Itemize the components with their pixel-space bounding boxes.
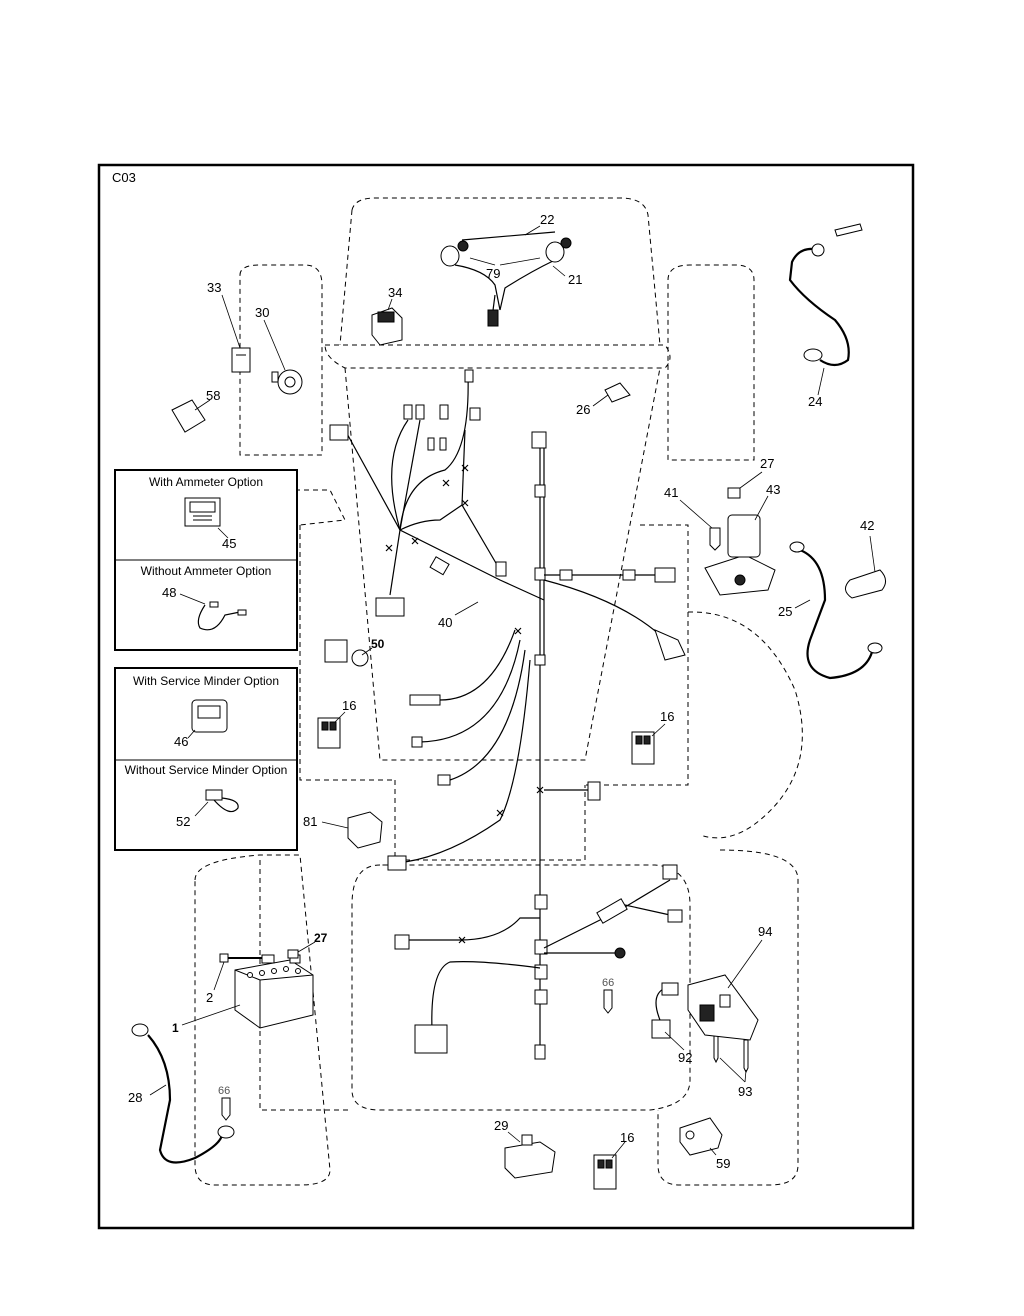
plug-50-part (324, 639, 369, 667)
callout-29: 29 (494, 1118, 508, 1133)
callout-46: 46 (174, 734, 188, 749)
without-service-minder-label: Without Service Minder Option (125, 763, 288, 777)
callout-34: 34 (388, 285, 402, 300)
ignition-key-part (231, 347, 251, 373)
callout-50: 50 (371, 637, 385, 651)
callout-79: 79 (486, 266, 500, 281)
callout-16-left: 16 (342, 698, 356, 713)
service-minder-option-box: With Service Minder Option Without Servi… (114, 667, 298, 851)
callout-66-right: 66 (602, 977, 614, 989)
with-ammeter-label: With Ammeter Option (149, 475, 263, 489)
callout-52: 52 (176, 814, 190, 829)
ignition-cover-part (171, 399, 206, 433)
callout-27-battery: 27 (314, 931, 328, 945)
callout-41: 41 (664, 485, 678, 500)
screw-66-left-part (221, 1097, 231, 1121)
callout-33: 33 (207, 280, 221, 295)
callout-81: 81 (303, 814, 317, 829)
jumper-plug-part (205, 789, 239, 813)
callout-42: 42 (860, 518, 874, 533)
connector-92-part (651, 982, 679, 1039)
callout-30: 30 (255, 305, 269, 320)
callout-2: 2 (206, 990, 213, 1005)
callout-48: 48 (162, 585, 176, 600)
callout-43: 43 (766, 482, 780, 497)
interlock-switch-16-bottom-part (593, 1154, 617, 1190)
callout-26: 26 (576, 402, 590, 417)
callout-94: 94 (758, 924, 772, 939)
screws-93-part (713, 1029, 749, 1074)
callout-16-right: 16 (660, 709, 674, 724)
callout-93: 93 (738, 1084, 752, 1099)
callout-66-left: 66 (218, 1085, 230, 1097)
terminal-boot-part (845, 569, 886, 599)
interlock-switch-16-right-part (631, 731, 655, 765)
callout-92: 92 (678, 1050, 692, 1065)
headlight-assembly-part (440, 231, 572, 327)
seat-switch-part (504, 1134, 556, 1179)
harness-tie-markers (385, 464, 544, 944)
screw-66-right-part (603, 989, 613, 1014)
callout-27-top: 27 (760, 456, 774, 471)
callout-45: 45 (222, 536, 236, 551)
service-minder-part (191, 699, 228, 733)
callout-24: 24 (808, 394, 822, 409)
without-ammeter-label: Without Ammeter Option (141, 564, 272, 578)
battery-part (234, 954, 314, 1029)
with-service-minder-label: With Service Minder Option (133, 674, 279, 688)
diagram-code: C03 (112, 170, 136, 185)
callout-59: 59 (716, 1156, 730, 1171)
ammeter-option-box: With Ammeter Option Without Ammeter Opti… (114, 469, 298, 651)
callout-58: 58 (206, 388, 220, 403)
callout-25: 25 (778, 604, 792, 619)
ground-cable-25-part (789, 541, 883, 680)
callout-28: 28 (128, 1090, 142, 1105)
battery-cable-28-part (131, 1023, 235, 1164)
callout-40: 40 (438, 615, 452, 630)
battery-bolt-part (219, 953, 262, 963)
callout-16-bottom: 16 (620, 1130, 634, 1145)
relay-part (347, 811, 383, 849)
bolt-part (709, 527, 721, 551)
housing-94-part (687, 974, 759, 1041)
fuse-part (604, 382, 631, 403)
diagram-frame (97, 163, 915, 1230)
callout-1: 1 (172, 1021, 179, 1035)
interlock-switch-16-left-part (317, 717, 341, 749)
battery-nut-part (287, 949, 299, 959)
jumper-wire-part (197, 601, 247, 631)
module-59-part (679, 1117, 723, 1156)
callout-21: 21 (568, 272, 582, 287)
ammeter-gauge-part (184, 497, 221, 527)
battery-cable-24-part (788, 223, 863, 367)
main-wire-harness-part (329, 369, 686, 1060)
solenoid-part (704, 514, 776, 596)
ignition-switch-part (271, 369, 303, 395)
light-switch-part (371, 307, 403, 346)
callout-22: 22 (540, 212, 554, 227)
nut-part (727, 487, 741, 499)
